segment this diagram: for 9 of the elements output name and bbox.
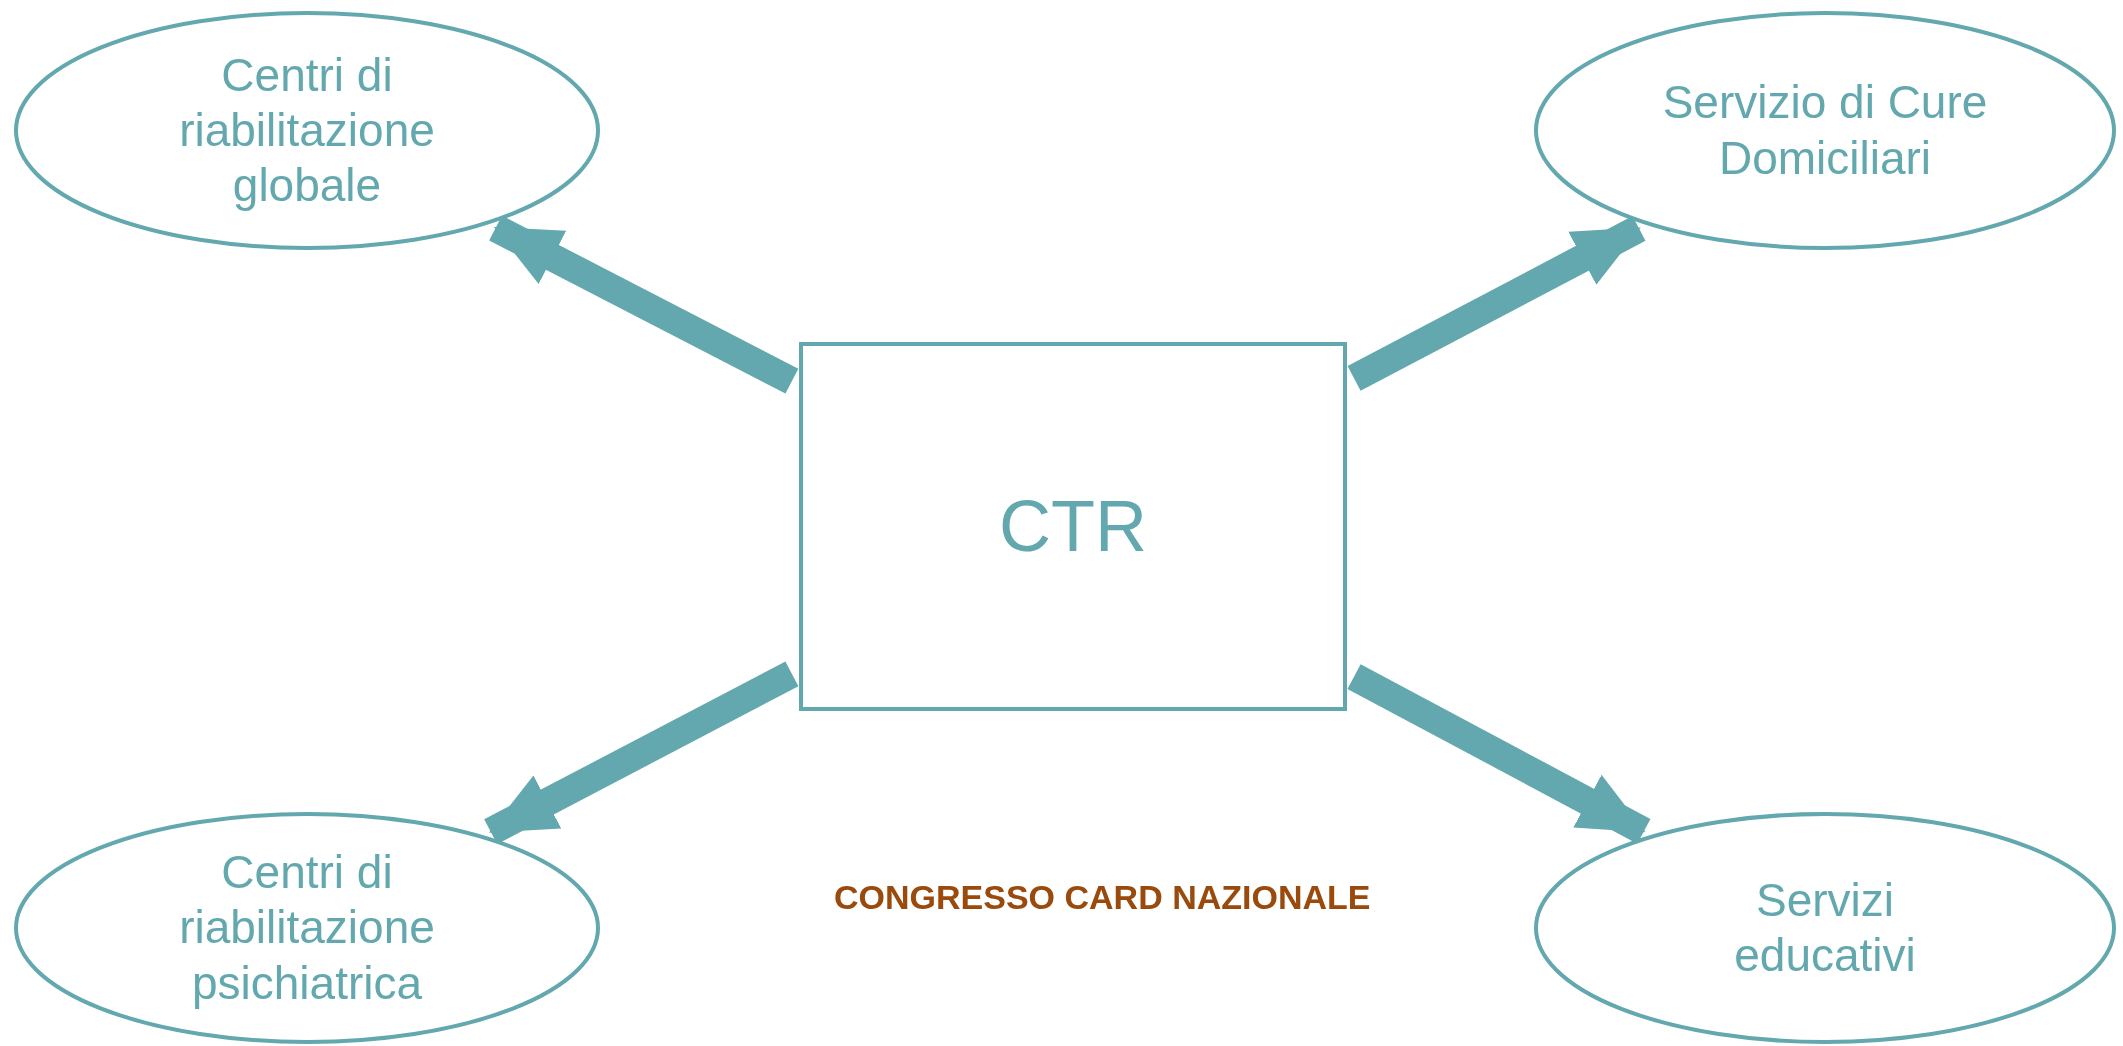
node-label: Centri di riabilitazione globale: [178, 47, 436, 214]
arrow: [489, 215, 799, 394]
node-label: Servizio di Cure Domiciliari: [1661, 75, 1989, 186]
node-label: Centri di riabilitazione psichiatrica: [178, 845, 436, 1011]
footer-text: CONGRESSO CARD NAZIONALE: [834, 878, 1371, 917]
arrow: [1347, 664, 1651, 844]
node-label: CTR: [999, 485, 1147, 569]
node-label: Servizi educativi: [1733, 872, 1917, 983]
arrow: [1347, 216, 1646, 391]
